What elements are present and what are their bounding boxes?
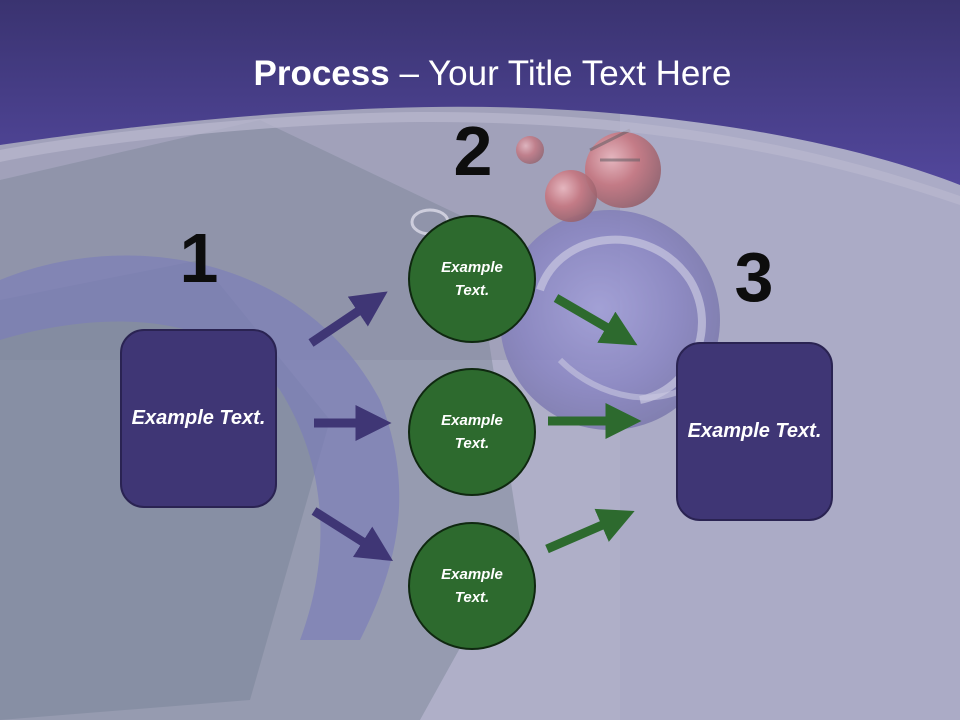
step-2-circle-bottom[interactable]: Example Text. <box>408 522 536 650</box>
title-rest: – Your Title Text Here <box>389 54 732 93</box>
step-number-1: 1 <box>179 219 219 297</box>
step-2-circle-top-text: Example Text. <box>441 259 503 299</box>
step-1-box[interactable]: Example Text. <box>120 329 277 508</box>
arrow-top-to-3 <box>553 294 638 346</box>
step-2-circle-middle-text: Example Text. <box>441 412 503 452</box>
step-2-circle-bottom-text: Example Text. <box>441 566 503 606</box>
step-number-2: 2 <box>453 112 493 190</box>
step-1-text: Example Text. <box>131 407 266 429</box>
step-3-text: Example Text. <box>687 420 822 442</box>
slide-title: Process – Your Title Text Here <box>0 52 960 96</box>
step-3-box[interactable]: Example Text. <box>676 342 833 521</box>
arrow-1-to-bottom <box>311 507 394 562</box>
step-number-3: 3 <box>734 238 774 316</box>
title-bold: Process <box>253 54 390 93</box>
step-2-circle-middle[interactable]: Example Text. <box>408 368 536 496</box>
arrow-1-to-top <box>308 291 388 347</box>
arrow-bottom-to-3 <box>545 508 635 554</box>
step-2-circle-top[interactable]: Example Text. <box>408 215 536 343</box>
